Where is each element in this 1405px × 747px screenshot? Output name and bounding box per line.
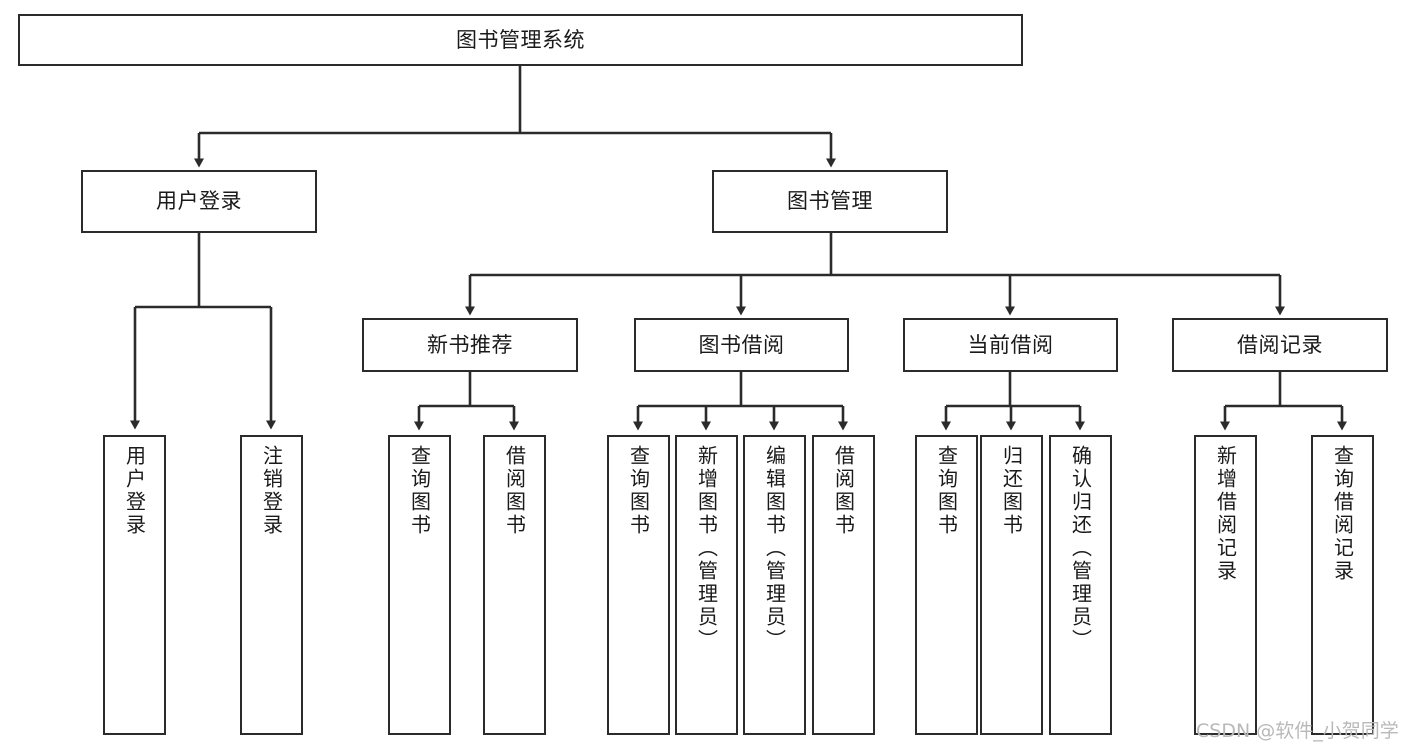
node-label: 新书推荐 (427, 332, 513, 357)
node-current-borrow[interactable]: 当前借阅 (903, 318, 1118, 372)
node-book-borrow[interactable]: 图书借阅 (634, 318, 849, 372)
node-label: 查询图书 (626, 445, 651, 537)
leaf-borrow-record-query[interactable]: 查询借阅记录 (1311, 435, 1374, 735)
leaf-book-borrow-query[interactable]: 查询图书 (607, 435, 670, 735)
node-label: 借阅图书 (831, 445, 856, 537)
node-label: 注销登录 (259, 445, 284, 537)
leaf-book-borrow-edit[interactable]: 编辑图书（管理员） (743, 435, 806, 735)
node-label: 用户登录 (122, 445, 147, 537)
node-label: 当前借阅 (967, 332, 1054, 357)
leaf-user-login-login[interactable]: 用户登录 (103, 435, 166, 735)
node-label: 图书管理 (787, 189, 873, 214)
node-label: 图书借阅 (698, 332, 785, 357)
csdn-watermark: CSDN @软件_小贺同学 (1196, 720, 1399, 742)
leaf-borrow-record-add[interactable]: 新增借阅记录 (1194, 435, 1257, 735)
node-label: 确认归还（管理员） (1068, 445, 1093, 652)
leaf-new-book-borrow[interactable]: 借阅图书 (483, 435, 546, 735)
node-label: 查询图书 (407, 445, 432, 537)
node-label: 新增借阅记录 (1213, 445, 1238, 583)
node-new-book-recommend[interactable]: 新书推荐 (362, 318, 578, 372)
leaf-book-borrow-add[interactable]: 新增图书（管理员） (675, 435, 738, 735)
leaf-user-login-logout[interactable]: 注销登录 (240, 435, 303, 735)
node-label: 归还图书 (999, 445, 1024, 537)
node-borrow-record[interactable]: 借阅记录 (1172, 318, 1388, 372)
node-label: 查询图书 (934, 445, 959, 537)
leaf-new-book-query[interactable]: 查询图书 (388, 435, 451, 735)
leaf-current-borrow-query[interactable]: 查询图书 (915, 435, 978, 735)
leaf-current-borrow-return[interactable]: 归还图书 (980, 435, 1043, 735)
node-label: 编辑图书（管理员） (762, 445, 787, 652)
node-label: 借阅图书 (502, 445, 527, 537)
node-label: 新增图书（管理员） (694, 445, 719, 652)
node-book-management[interactable]: 图书管理 (712, 170, 948, 233)
node-label: 图书管理系统 (456, 27, 585, 52)
node-label: 借阅记录 (1237, 332, 1323, 357)
leaf-current-borrow-confirm-return[interactable]: 确认归还（管理员） (1049, 435, 1112, 735)
node-label: 查询借阅记录 (1330, 445, 1355, 583)
node-user-login[interactable]: 用户登录 (81, 170, 317, 233)
node-root-book-management-system[interactable]: 图书管理系统 (18, 14, 1023, 66)
node-label: 用户登录 (156, 189, 242, 214)
leaf-book-borrow-borrow[interactable]: 借阅图书 (812, 435, 875, 735)
